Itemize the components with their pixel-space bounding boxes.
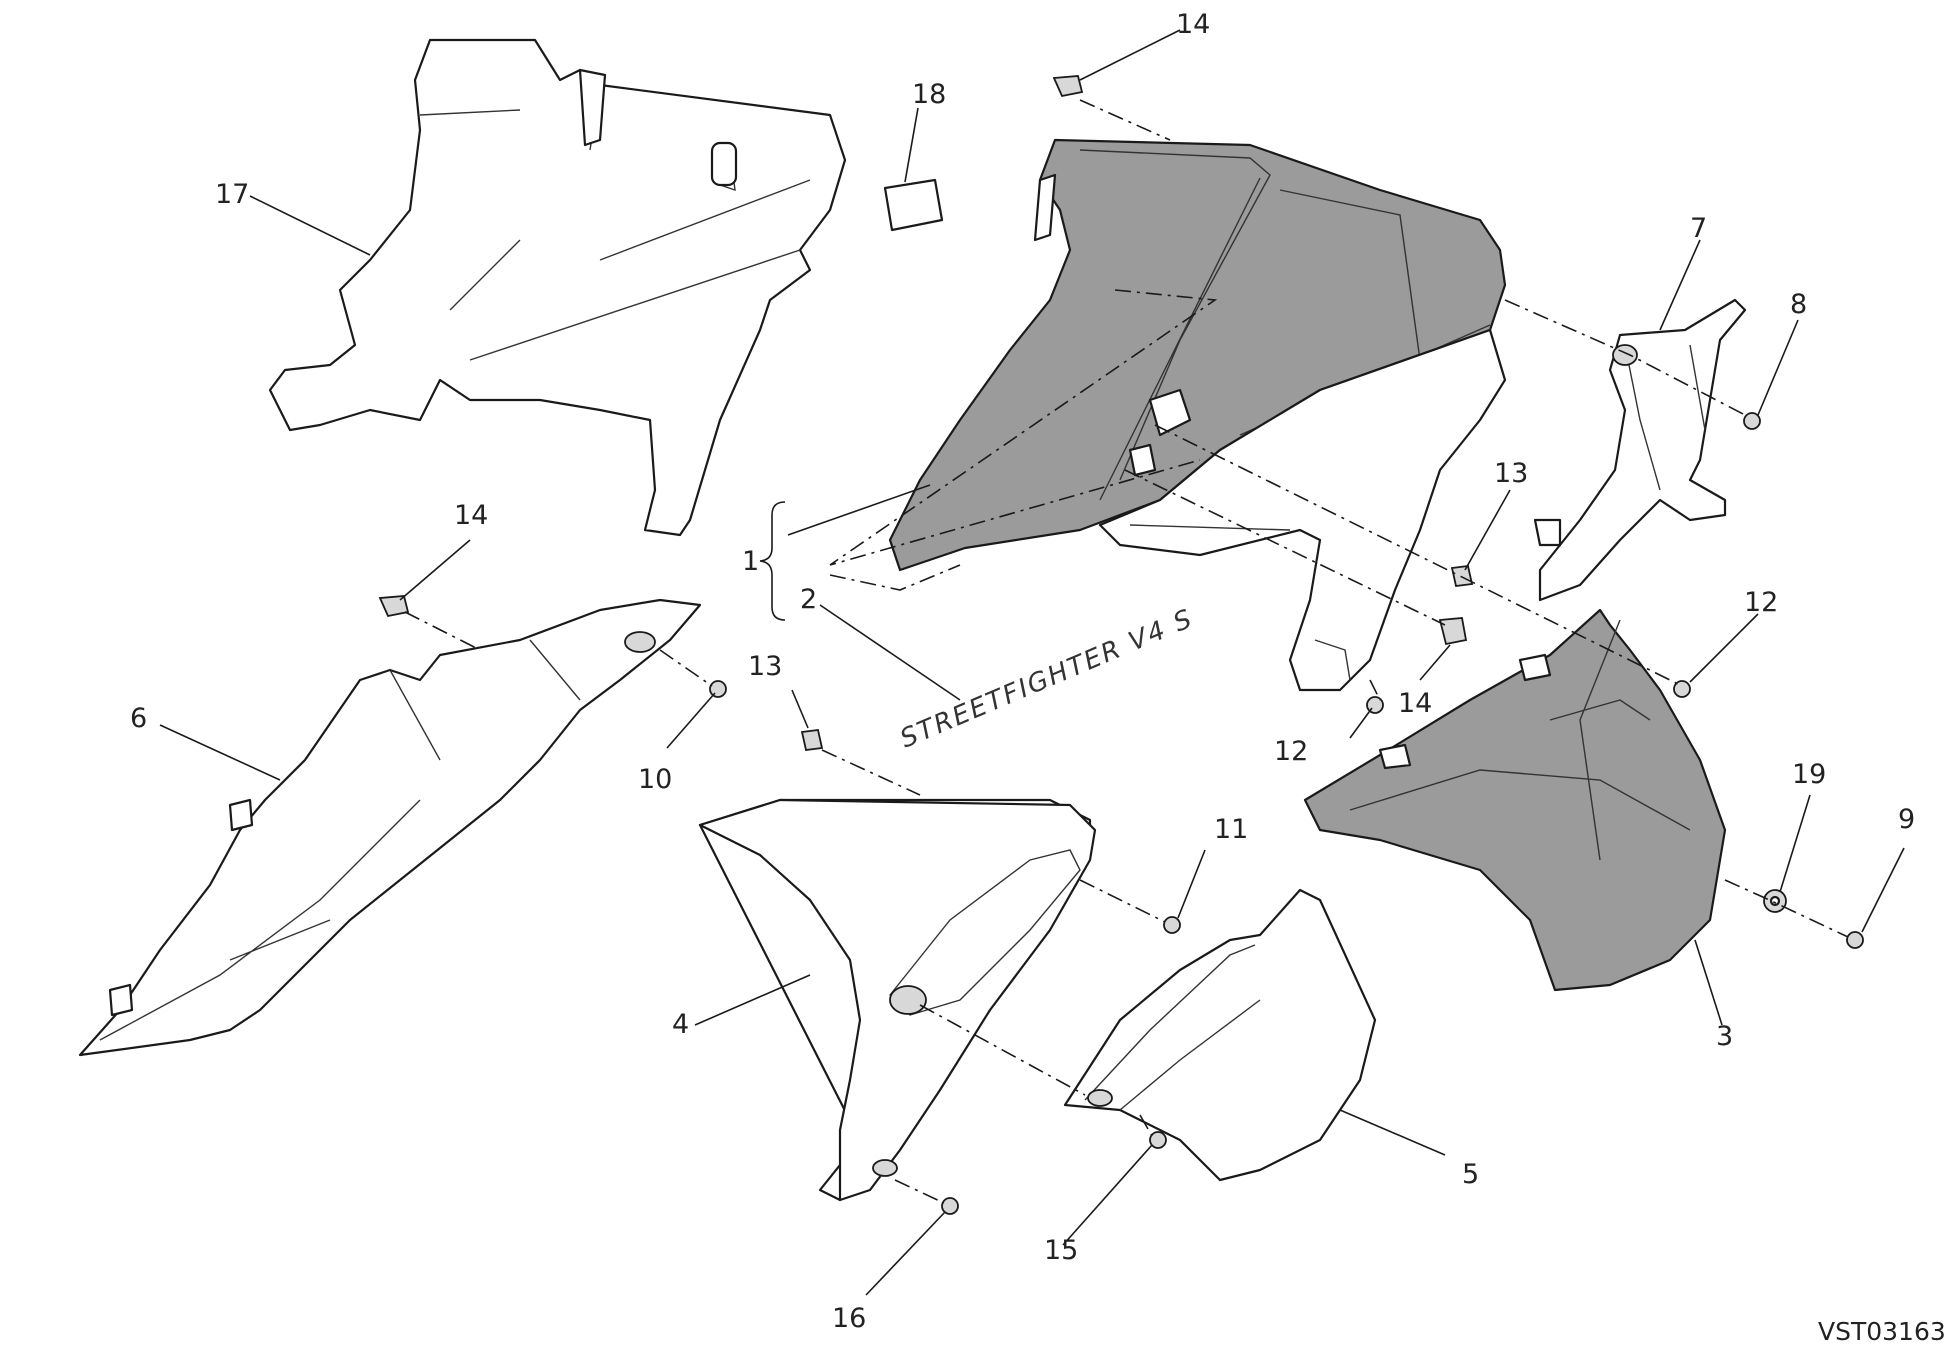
callout-12-middle: 12 <box>1274 736 1308 767</box>
callout-18: 18 <box>912 79 946 110</box>
callout-13-right: 13 <box>1494 458 1528 489</box>
alignment-lines <box>404 99 1849 1204</box>
part-1-main-fairing <box>888 138 1507 692</box>
callout-12-right: 12 <box>1744 587 1778 618</box>
callout-2: 2 <box>800 584 817 615</box>
callout-19: 19 <box>1792 759 1826 790</box>
decal-text: STREETFIGHTER V4 S <box>896 604 1198 755</box>
part-4-lower-side-panel <box>698 798 1097 1202</box>
part-17-side-panel <box>268 38 847 537</box>
part-2-decal: STREETFIGHTER V4 S <box>896 604 1198 755</box>
callout-14-top: 14 <box>1176 9 1210 40</box>
callouts: 1 2 3 4 5 6 7 8 9 10 11 12 12 13 13 14 1… <box>130 9 1915 1334</box>
part-3-lower-cover <box>1303 608 1727 992</box>
screw-12-right <box>1673 680 1691 698</box>
leader-lines <box>159 29 1905 1296</box>
callout-10: 10 <box>638 764 672 795</box>
clip-14-top <box>1052 75 1084 98</box>
callout-6: 6 <box>130 703 147 734</box>
callout-7: 7 <box>1690 213 1707 244</box>
callout-5: 5 <box>1462 1159 1479 1190</box>
drawing-code: VST03163 <box>1818 1317 1946 1346</box>
part-18-rubber-pad <box>883 178 944 232</box>
screw-11 <box>1163 916 1181 934</box>
part-7-bracket-cover <box>1533 298 1747 602</box>
callout-14-left: 14 <box>454 500 488 531</box>
clip-13-left <box>800 729 824 751</box>
screw-9 <box>1846 931 1864 949</box>
callout-17: 17 <box>215 179 249 210</box>
clip-14-left <box>378 595 410 618</box>
screw-10 <box>709 680 727 698</box>
screw-16 <box>941 1197 959 1215</box>
screw-15 <box>1149 1131 1167 1149</box>
callout-11: 11 <box>1214 814 1248 845</box>
part-5-front-side-cover <box>1063 888 1377 1182</box>
callout-4: 4 <box>672 1009 689 1040</box>
callout-15: 15 <box>1044 1235 1078 1266</box>
callout-16: 16 <box>832 1303 866 1334</box>
callout-3: 3 <box>1716 1021 1733 1052</box>
clip-14-right <box>1438 617 1468 646</box>
part-6-lower-left-panel <box>78 598 702 1057</box>
callout-9: 9 <box>1898 804 1915 835</box>
clip-13-right <box>1450 565 1474 587</box>
callout-13-left: 13 <box>748 651 782 682</box>
screw-8 <box>1743 412 1761 430</box>
callout-1: 1 <box>742 546 759 577</box>
callout-8: 8 <box>1790 289 1807 320</box>
callout-14-right: 14 <box>1398 688 1432 719</box>
